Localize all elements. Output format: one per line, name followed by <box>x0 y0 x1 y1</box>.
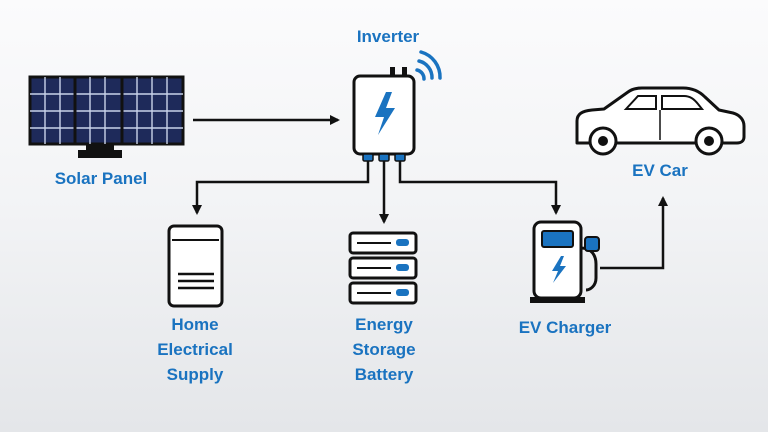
inverter-icon <box>352 67 416 162</box>
solar-panel-label: Solar Panel <box>54 169 148 188</box>
battery-label-line-3: Battery <box>354 365 414 384</box>
home-supply-label-line-3: Supply <box>166 365 224 384</box>
car-icon <box>575 86 746 156</box>
lightning-bolt-icon <box>375 92 395 135</box>
ev-charger-icon <box>530 220 600 303</box>
home-supply-icon <box>167 224 224 308</box>
battery-rack-icon <box>348 231 418 305</box>
battery-label: Energy Storage Battery <box>334 312 434 387</box>
home-supply-label-line-1: Home <box>171 315 219 334</box>
ev-car-label: EV Car <box>632 161 688 180</box>
wifi-icon <box>415 50 442 81</box>
inverter-label: Inverter <box>356 27 420 46</box>
home-supply-label: Home Electrical Supply <box>140 312 250 387</box>
inverter-output-lines <box>192 161 668 270</box>
battery-label-line-2: Storage <box>352 340 416 359</box>
battery-label-line-1: Energy <box>355 315 413 334</box>
solar-panel-icon <box>28 75 185 158</box>
home-supply-label-line-2: Electrical <box>157 340 233 359</box>
ev-charger-label: EV Charger <box>518 318 612 337</box>
